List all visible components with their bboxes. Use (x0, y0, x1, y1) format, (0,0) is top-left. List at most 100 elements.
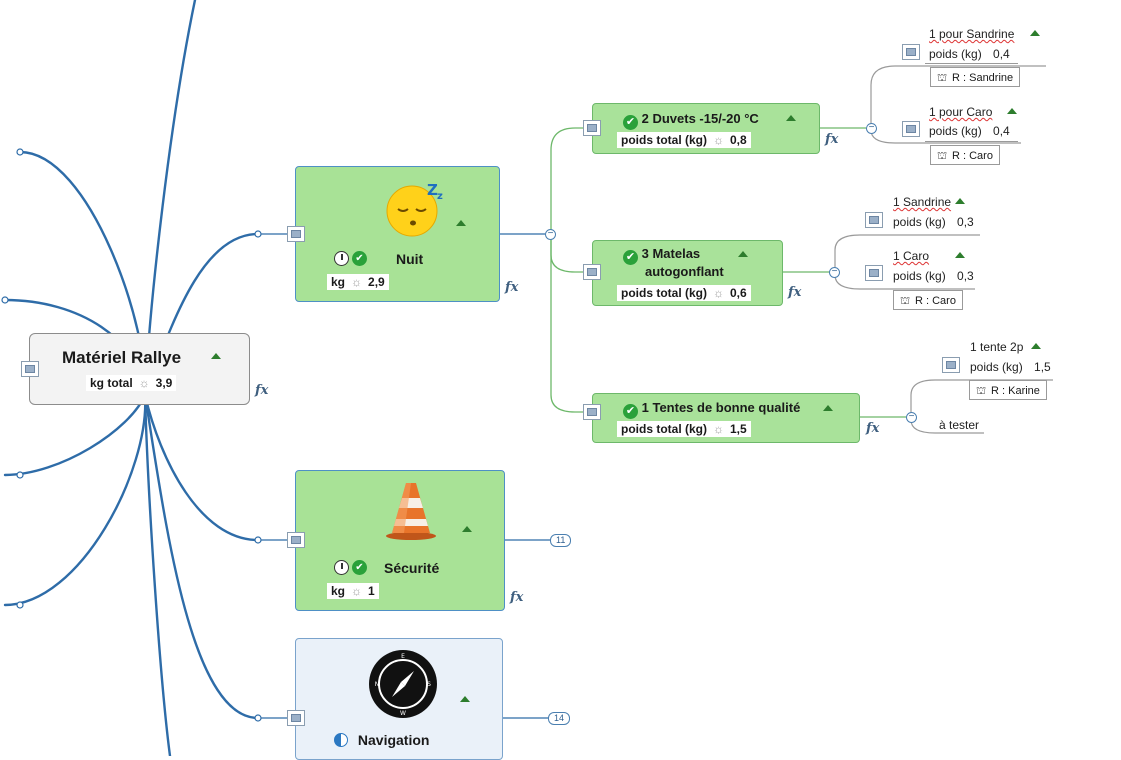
expand-triangle-icon[interactable] (1031, 343, 1041, 349)
notes-icon[interactable] (21, 361, 39, 377)
notes-icon[interactable] (287, 226, 305, 242)
resource-tag[interactable]: ⛫R : Caro (893, 290, 963, 310)
property-value: 0,8 (730, 133, 747, 147)
formula-icon[interactable]: fx (825, 132, 839, 147)
svg-text:S: S (427, 681, 431, 688)
notes-icon[interactable] (583, 120, 601, 136)
gear-icon: ☼ (713, 133, 724, 147)
check-circle-icon: ✔ (352, 560, 367, 575)
topic-duvets[interactable]: ✔ 2 Duvets -15/-20 °C poids total (kg) ☼… (592, 103, 820, 154)
expand-triangle-icon[interactable] (211, 353, 221, 359)
person-icon: ⛫ (975, 385, 987, 397)
svg-text:W: W (400, 710, 406, 717)
property-value: 3,9 (155, 376, 173, 390)
formula-icon[interactable]: fx (255, 383, 269, 398)
expand-triangle-icon[interactable] (1007, 108, 1017, 114)
svg-text:N: N (375, 681, 380, 688)
property-label: poids total (kg) (621, 133, 707, 147)
compass-icon: E N S W (369, 650, 437, 718)
notes-icon[interactable] (902, 44, 920, 60)
person-icon: ⛫ (936, 150, 948, 162)
property-label: poids total (kg) (621, 422, 707, 436)
expand-triangle-icon[interactable] (460, 696, 470, 702)
check-circle-icon: ✔ (623, 115, 638, 130)
expand-triangle-icon[interactable] (955, 198, 965, 204)
task-status-icons: ✔ (334, 560, 367, 575)
formula-icon[interactable]: fx (505, 280, 519, 295)
item-a-tester[interactable]: à tester (939, 418, 980, 432)
item-caro-matelas-property: poids (kg) 0,3 (893, 269, 974, 283)
expand-triangle-icon[interactable] (462, 526, 472, 532)
item-sandrine-duvet-title: 1 pour Sandrine (929, 27, 1015, 41)
property-value: 0,6 (730, 286, 747, 300)
property-label: kg (331, 584, 346, 598)
topic-navigation[interactable]: E N S W Navigation (295, 638, 503, 760)
svg-text:z: z (437, 191, 443, 202)
property-value: 1,5 (730, 422, 747, 436)
topic-duvets-title: ✔ 2 Duvets -15/-20 °C (623, 111, 759, 130)
notes-icon[interactable] (865, 265, 883, 281)
svg-text:E: E (401, 653, 405, 660)
topic-tentes-property: poids total (kg) ☼ 1,5 (617, 421, 751, 437)
resource-tag[interactable]: ⛫R : Sandrine (930, 67, 1021, 87)
resource-tag[interactable]: ⛫R : Caro (930, 145, 1000, 165)
collapsed-children-count[interactable]: 11 (550, 534, 572, 547)
expand-triangle-icon[interactable] (955, 252, 965, 258)
central-topic-title: Matériel Rallye (62, 348, 182, 367)
item-sandrine-duvet-property: poids (kg) 0,4 (929, 47, 1010, 61)
property-label: poids total (kg) (621, 286, 707, 300)
gear-icon: ☼ (713, 422, 724, 436)
topic-navigation-title: Navigation (334, 732, 429, 748)
expand-triangle-icon[interactable] (1030, 30, 1040, 36)
item-caro-matelas-title: 1 Caro (893, 249, 930, 263)
notes-icon[interactable] (583, 264, 601, 280)
property-value: 1 (368, 584, 375, 598)
resource-tag[interactable]: ⛫R : Karine (969, 380, 1047, 400)
property-label: kg (331, 275, 346, 289)
topic-securite-title: Sécurité (384, 560, 440, 576)
topic-nuit-property: kg ☼ 2,9 (327, 274, 389, 290)
property-value: 2,9 (368, 275, 385, 289)
notes-icon[interactable] (287, 532, 305, 548)
gear-icon: ☼ (713, 286, 724, 300)
gear-icon: ☼ (351, 275, 363, 289)
person-icon: ⛫ (899, 295, 911, 307)
topic-nuit[interactable]: Z z ✔ Nuit kg ☼ 2,9 (295, 166, 500, 302)
gear-icon: ☼ (351, 584, 363, 598)
item-sandrine-matelas-title: 1 Sandrine (893, 195, 952, 209)
topic-matelas-property: poids total (kg) ☼ 0,6 (617, 285, 751, 301)
collapse-toggle[interactable]: − (906, 412, 917, 423)
collapse-toggle[interactable]: − (545, 229, 556, 240)
formula-icon[interactable]: fx (788, 285, 802, 300)
collapse-toggle[interactable]: − (866, 123, 877, 134)
topic-matelas[interactable]: ✔ 3 Matelas autogonflant poids total (kg… (592, 240, 783, 306)
item-sandrine-matelas-property: poids (kg) 0,3 (893, 215, 974, 229)
check-circle-icon: ✔ (352, 251, 367, 266)
expand-triangle-icon[interactable] (823, 405, 833, 411)
topic-duvets-property: poids total (kg) ☼ 0,8 (617, 132, 751, 148)
svg-text:Z: Z (427, 181, 438, 199)
central-topic[interactable]: Matériel Rallye kg total ☼ 3,9 (29, 333, 250, 405)
collapse-toggle[interactable]: − (829, 267, 840, 278)
notes-icon[interactable] (583, 404, 601, 420)
notes-icon[interactable] (287, 710, 305, 726)
item-tente-title: 1 tente 2p (970, 340, 1024, 354)
central-topic-property: kg total ☼ 3,9 (86, 375, 177, 391)
notes-icon[interactable] (902, 121, 920, 137)
collapsed-children-count[interactable]: 14 (548, 712, 571, 725)
notes-icon[interactable] (865, 212, 883, 228)
item-caro-duvet-title: 1 pour Caro (929, 105, 993, 119)
formula-icon[interactable]: fx (510, 590, 524, 605)
expand-triangle-icon[interactable] (786, 115, 796, 121)
topic-matelas-title: ✔ 3 Matelas (623, 246, 700, 265)
formula-icon[interactable]: fx (866, 421, 880, 436)
notes-icon[interactable] (942, 357, 960, 373)
topic-tentes-title: ✔ 1 Tentes de bonne qualité (623, 400, 800, 419)
clock-icon (334, 560, 349, 575)
topic-nuit-title: Nuit (396, 251, 424, 267)
clock-icon (334, 251, 349, 266)
expand-triangle-icon[interactable] (738, 251, 748, 257)
expand-triangle-icon[interactable] (456, 220, 466, 226)
topic-tentes[interactable]: ✔ 1 Tentes de bonne qualité poids total … (592, 393, 860, 443)
topic-securite[interactable]: ✔ Sécurité kg ☼ 1 (295, 470, 505, 611)
